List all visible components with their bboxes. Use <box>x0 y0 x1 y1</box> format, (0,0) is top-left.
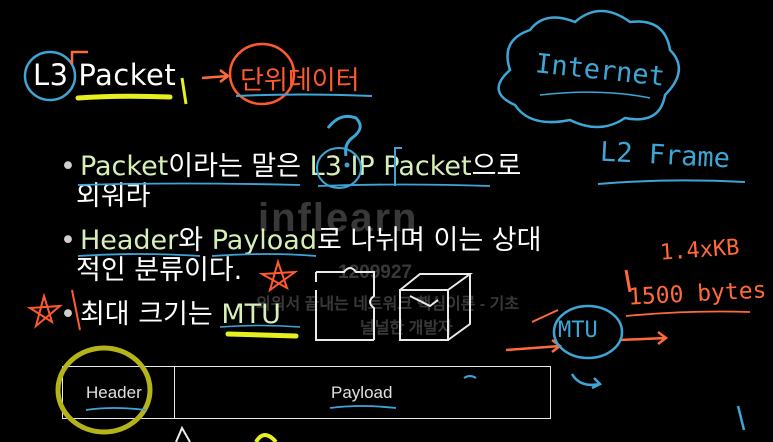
bullet-dot: • <box>60 151 76 182</box>
orange-arrow <box>505 339 563 353</box>
bullet-1-term-packet: Packet <box>79 151 169 182</box>
watermark-brand: inflearn <box>258 196 419 240</box>
bullet-dot: • <box>60 225 76 256</box>
bullet-dot: • <box>60 299 76 330</box>
bullet-3-term-mtu: MTU <box>221 299 281 330</box>
annotation-l2-frame: L2 Frame <box>599 136 731 175</box>
bullet-2-term-payload: Payload <box>211 225 317 256</box>
bottom-mark <box>175 425 191 442</box>
annotation-internet: Internet <box>533 48 667 93</box>
bullet-2-line2: 적인 분류이다. <box>76 255 243 286</box>
internet-underline <box>539 91 651 99</box>
bytes-underline <box>625 310 751 317</box>
blue-arrow <box>570 373 603 390</box>
bullet-1-text-b: 으로 <box>471 151 522 182</box>
packet-header-label: Header <box>86 383 142 402</box>
packet-divider <box>174 366 175 419</box>
bottom-mark <box>254 433 278 442</box>
bullet-1-term-l3ip: L3 IP Packet <box>309 151 472 182</box>
title-tick <box>180 77 188 105</box>
bullet-2-term-header: Header <box>79 225 179 256</box>
watermark-course: 외워서 끝내는 네트워크 핵심이론 - 기초 <box>256 296 520 313</box>
bullet-2: •Header와 Payload로 나뉘며 이는 상대 적인 분류이다. <box>60 226 580 286</box>
arrow-to-unit-icon <box>201 69 231 83</box>
slide-title-text: L3 Packet <box>33 58 177 92</box>
bullet-3: •최대 크기는 MTU <box>60 300 580 330</box>
packet-underline <box>75 93 173 101</box>
blue-tick <box>736 405 746 431</box>
orange-arrow <box>619 331 669 345</box>
bullet-2-text-a: 와 <box>178 225 212 256</box>
slide-title: L3 Packet <box>33 58 176 92</box>
bullet-1-text-a: 이라는 말은 <box>168 151 310 182</box>
watermark-author: 널널한 개발자 <box>360 320 453 337</box>
annotation-mtu: MTU <box>558 318 598 343</box>
annotation-size-kb: 1.4xKB <box>659 235 741 266</box>
bullet-3-text: 최대 크기는 <box>79 299 222 330</box>
bullet-2-text-b: 로 나뉘며 이는 상대 <box>317 225 542 256</box>
annotation-unit-data: 단위데이터 <box>240 66 360 96</box>
annotation-size-bytes: 1500 bytes <box>627 277 768 311</box>
l2-frame-underline <box>597 179 746 185</box>
packet-payload-label: Payload <box>331 383 393 402</box>
mtu-underline <box>225 331 299 339</box>
star-icon <box>26 292 64 329</box>
watermark-id: 1209927 <box>338 262 412 283</box>
